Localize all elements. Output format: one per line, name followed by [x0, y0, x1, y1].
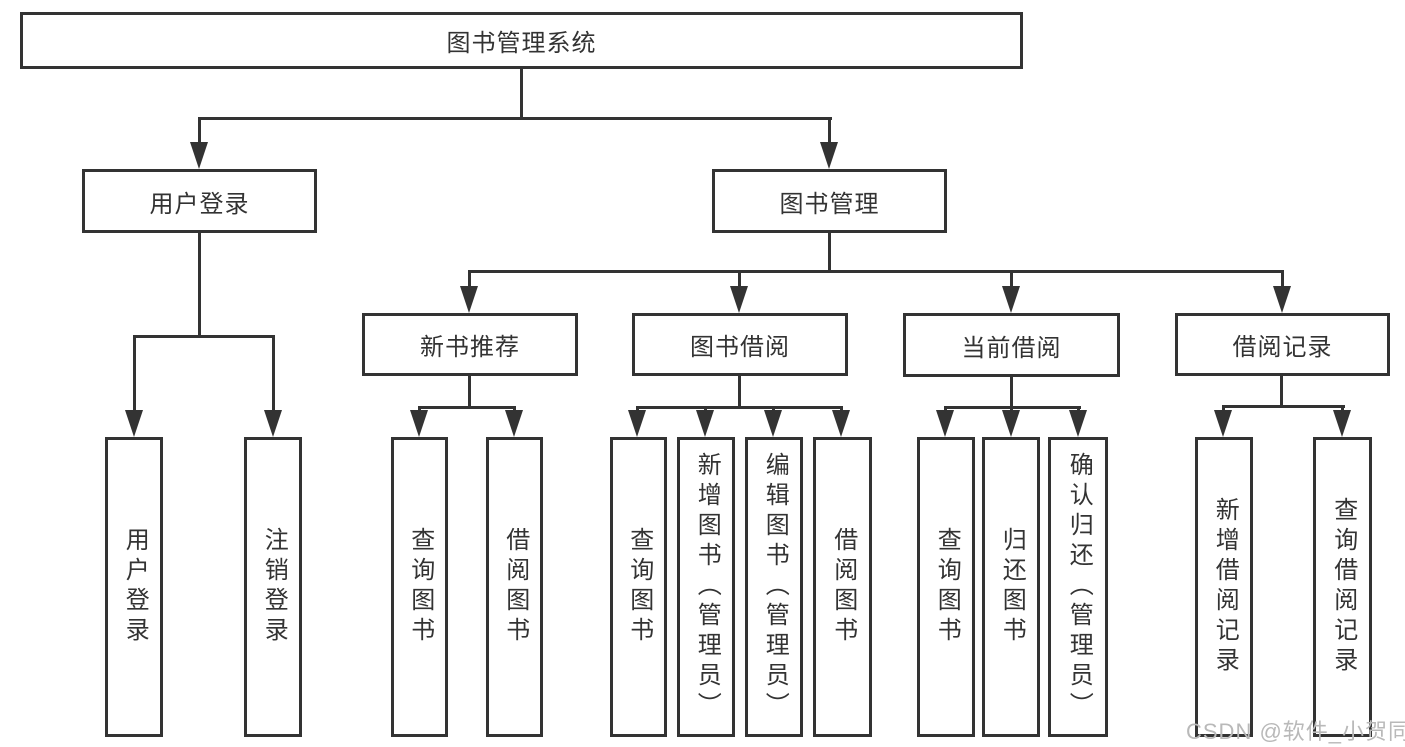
leaf-borrow-borrow-books-label: 借阅图书: [829, 527, 857, 647]
leaf-confirm-return-admin: 确认归还（管理员）: [1048, 437, 1108, 737]
connector-line: [828, 233, 831, 270]
leaf-borrow-borrow-books: 借阅图书: [813, 437, 872, 737]
connector-line: [1280, 376, 1283, 405]
connector-line: [272, 335, 275, 413]
node-new-book-recommend-label: 新书推荐: [420, 334, 520, 361]
leaf-recommend-borrow-books-label: 借阅图书: [501, 527, 529, 647]
node-book-management: 图书管理: [712, 169, 947, 233]
connector-line: [1222, 405, 1225, 414]
leaf-recommend-query-books: 查询图书: [391, 437, 448, 737]
arrowhead-icon: [264, 410, 282, 437]
connector-line: [198, 117, 201, 146]
arrowhead-icon: [1214, 410, 1232, 437]
arrowhead-icon: [1333, 410, 1351, 437]
node-book-borrow-label: 图书借阅: [690, 334, 790, 361]
arrowhead-icon: [1002, 410, 1020, 437]
leaf-edit-books-admin: 编辑图书（管理员）: [745, 437, 803, 737]
leaf-add-books-admin-label: 新增图书（管理员）: [693, 452, 721, 722]
arrowhead-icon: [936, 410, 954, 437]
leaf-add-borrow-record-label: 新增借阅记录: [1211, 497, 1239, 677]
node-new-book-recommend: 新书推荐: [362, 313, 578, 376]
connector-line: [1281, 270, 1284, 290]
connector-line: [418, 406, 516, 409]
connector-line: [133, 335, 136, 413]
arrowhead-icon: [1002, 286, 1020, 313]
leaf-confirm-return-admin-label: 确认归还（管理员）: [1065, 452, 1093, 722]
connector-line: [738, 270, 741, 290]
leaf-edit-books-admin-label: 编辑图书（管理员）: [761, 452, 789, 722]
node-borrow-record: 借阅记录: [1175, 313, 1390, 376]
leaf-return-books: 归还图书: [982, 437, 1040, 737]
arrowhead-icon: [820, 142, 838, 169]
connector-line: [828, 117, 831, 146]
arrowhead-icon: [764, 410, 782, 437]
leaf-current-query-books-label: 查询图书: [933, 527, 961, 647]
node-book-borrow: 图书借阅: [632, 313, 848, 376]
leaf-borrow-query-books: 查询图书: [610, 437, 667, 737]
arrowhead-icon: [1069, 410, 1087, 437]
arrowhead-icon: [832, 410, 850, 437]
node-current-borrow-label: 当前借阅: [961, 334, 1062, 362]
arrowhead-icon: [125, 410, 143, 437]
csdn-watermark: CSDN @软件_小贺同学: [1186, 719, 1405, 744]
connector-line: [636, 406, 843, 409]
node-book-management-label: 图书管理: [779, 190, 880, 218]
leaf-add-books-admin: 新增图书（管理员）: [677, 437, 735, 737]
arrowhead-icon: [410, 410, 428, 437]
connector-line: [1010, 377, 1013, 406]
leaf-query-borrow-record-label: 查询借阅记录: [1329, 497, 1357, 677]
leaf-add-borrow-record: 新增借阅记录: [1195, 437, 1253, 737]
leaf-recommend-query-books-label: 查询图书: [406, 527, 434, 647]
connector-line: [1222, 405, 1345, 408]
arrowhead-icon: [505, 410, 523, 437]
leaf-current-query-books: 查询图书: [917, 437, 975, 737]
connector-line: [1341, 405, 1344, 414]
arrowhead-icon: [696, 410, 714, 437]
node-current-borrow: 当前借阅: [903, 313, 1120, 377]
leaf-query-borrow-record: 查询借阅记录: [1313, 437, 1372, 737]
arrowhead-icon: [460, 286, 478, 313]
node-root-label: 图书管理系统: [446, 30, 597, 57]
leaf-user-login-label: 用户登录: [121, 527, 149, 647]
arrowhead-icon: [1273, 286, 1291, 313]
connector-line: [468, 376, 471, 406]
arrowhead-icon: [628, 410, 646, 437]
node-borrow-record-label: 借阅记录: [1232, 334, 1333, 361]
connector-line: [468, 270, 471, 290]
connector-line: [738, 376, 741, 406]
node-user-login: 用户登录: [82, 169, 317, 233]
leaf-logout-label: 注销登录: [260, 527, 288, 647]
leaf-borrow-query-books-label: 查询图书: [625, 527, 653, 647]
leaf-return-books-label: 归还图书: [998, 527, 1026, 647]
connector-line: [468, 270, 1282, 273]
node-user-login-label: 用户登录: [149, 190, 250, 218]
connector-line: [198, 233, 201, 335]
node-root: 图书管理系统: [20, 12, 1023, 69]
arrowhead-icon: [730, 286, 748, 313]
connector-line: [133, 335, 275, 338]
leaf-user-login: 用户登录: [105, 437, 163, 737]
connector-line: [1010, 270, 1013, 290]
leaf-logout: 注销登录: [244, 437, 302, 737]
arrowhead-icon: [190, 142, 208, 169]
leaf-recommend-borrow-books: 借阅图书: [486, 437, 543, 737]
connector-line: [520, 69, 523, 117]
connector-line: [198, 117, 832, 120]
